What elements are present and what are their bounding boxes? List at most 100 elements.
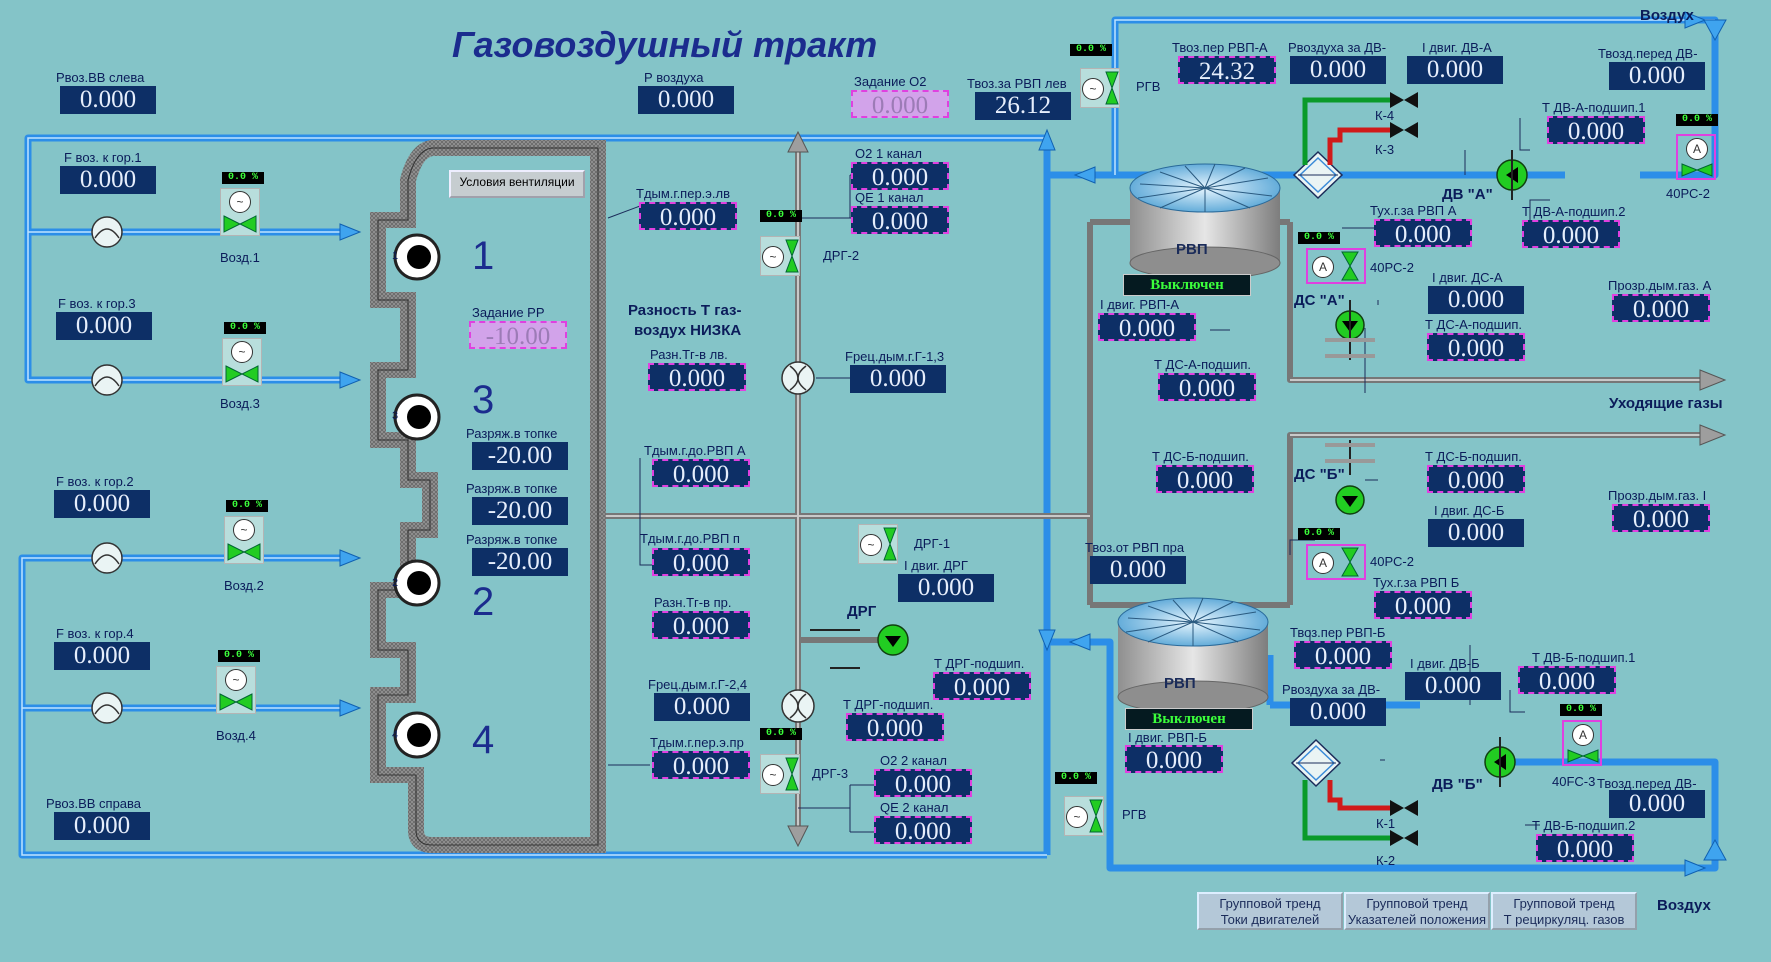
tdym-lv-value[interactable]: 0.000 — [639, 202, 737, 230]
pvozd-za-dv-value[interactable]: 0.000 — [1290, 56, 1386, 84]
valve-vozd1-pct: 0.0 % — [222, 172, 264, 184]
tvoz-per-rvp-a-value[interactable]: 24.32 — [1178, 56, 1276, 84]
pp-set-value[interactable]: -10.00 — [469, 321, 567, 349]
prozr-b-value[interactable]: 0.000 — [1612, 504, 1710, 532]
valve-drg1-name: ДРГ-1 — [914, 536, 951, 551]
i-rvp-b-value[interactable]: 0.000 — [1125, 745, 1223, 773]
tvoz-rvp-lev-value[interactable]: 26.12 — [975, 92, 1071, 120]
i-rvp-a-value[interactable]: 0.000 — [1098, 313, 1196, 341]
f1-value[interactable]: 0.000 — [60, 166, 156, 194]
f3-label: F воз. к гор.3 — [58, 296, 136, 311]
tvoz-per-rvp-b-value[interactable]: 0.000 — [1294, 641, 1392, 669]
t-ds-b-2-value[interactable]: 0.000 — [1427, 465, 1525, 493]
f3-value[interactable]: 0.000 — [56, 312, 152, 340]
drg-label: ДРГ — [847, 603, 877, 620]
rvp-b[interactable] — [1117, 597, 1269, 714]
burners — [393, 233, 441, 759]
freq1-value[interactable]: 0.000 — [850, 365, 946, 393]
t-drg-label: Т ДРГ-подшип. — [934, 656, 1025, 671]
tdym-pr-value[interactable]: 0.000 — [652, 751, 750, 779]
trend-recirc-gas-button[interactable]: Групповой тренд Т рециркуляц. газов — [1491, 892, 1637, 930]
rvp-a[interactable] — [1129, 163, 1281, 280]
f4-value[interactable]: 0.000 — [54, 642, 150, 670]
freq2-value[interactable]: 0.000 — [654, 693, 750, 721]
valve-vozd3-name: Возд.3 — [220, 396, 260, 411]
valve-rgv-bot-pct: 0.0 % — [1055, 772, 1097, 784]
t-dv-b-2-value[interactable]: 0.000 — [1536, 834, 1634, 862]
pvv-left-value[interactable]: 0.000 — [60, 86, 156, 114]
razn-lv-value[interactable]: 0.000 — [648, 363, 746, 391]
tux-rvp-a-label: Тух.г.за РВП А — [1370, 203, 1457, 218]
f4-label: F воз. к гор.4 — [56, 626, 134, 641]
tux-rvp-b-value[interactable]: 0.000 — [1374, 591, 1472, 619]
valve-vozd3-pct: 0.0 % — [224, 322, 266, 334]
tdym-rvp-a-value[interactable]: 0.000 — [652, 459, 750, 487]
tvozd-per-dv-b-value[interactable]: 0.000 — [1609, 790, 1705, 818]
tvozd-per-dv-label: Твозд.перед ДВ- — [1598, 46, 1698, 61]
t-dv-a-1-value[interactable]: 0.000 — [1547, 116, 1645, 144]
t-dv-b-1-value[interactable]: 0.000 — [1518, 666, 1616, 694]
ventilation-conditions-button[interactable]: Условия вентиляции — [449, 170, 585, 198]
t-dv-a-2-value[interactable]: 0.000 — [1522, 220, 1620, 248]
actuator-icon: ~ — [1082, 78, 1104, 100]
o2-set-label: Задание О2 — [854, 74, 927, 89]
furnace-outline-edge — [377, 147, 599, 846]
i-dv-b-label: I двиг. ДВ-Б — [1410, 656, 1480, 671]
exhaust-label: Уходящие газы — [1609, 395, 1723, 412]
diff-alarm-line1: Разность Т газ- — [628, 302, 742, 319]
t-ds-a-label: Т ДС-А-подшип. — [1425, 317, 1522, 332]
k-pipes — [1302, 97, 1400, 841]
razn-pr-value[interactable]: 0.000 — [652, 611, 750, 639]
i-ds-a-label: I двиг. ДС-А — [1432, 270, 1503, 285]
valve-40pc2-a-name: 40РС-2 — [1666, 186, 1710, 201]
o2-set-value[interactable]: 0.000 — [851, 90, 949, 118]
tdym-rvp-p-value[interactable]: 0.000 — [652, 548, 750, 576]
o2-1-label: О2 1 канал — [855, 146, 922, 161]
valve-icon — [785, 757, 799, 791]
gas-arrows — [787, 130, 1727, 848]
vac1-value[interactable]: -20.00 — [472, 442, 568, 470]
fans[interactable] — [877, 159, 1528, 778]
tdym-lv-label: Тдым.г.пер.э.лв — [636, 186, 731, 201]
qe-2-value[interactable]: 0.000 — [874, 816, 972, 844]
pvv-left-label: Рвоз.ВВ слева — [56, 70, 145, 85]
valve-icon — [227, 543, 261, 561]
i-dv-a-value[interactable]: 0.000 — [1407, 56, 1503, 84]
i-drg-value[interactable]: 0.000 — [898, 574, 994, 602]
f2-label: F воз. к гор.2 — [56, 474, 134, 489]
i-ds-b-label: I двиг. ДС-Б — [1434, 503, 1505, 518]
diff-alarm-line2: воздух НИЗКА — [634, 322, 742, 339]
pvozd-za-dv-b-value[interactable]: 0.000 — [1290, 698, 1386, 726]
freq1-label: Fрец.дым.г.Г-1,3 — [845, 349, 945, 364]
valve-drg3-pct: 0.0 % — [760, 728, 802, 740]
button-line2: Т рециркуляц. газов — [1503, 912, 1625, 927]
t-ds-b-1-label: Т ДС-Б-подшип. — [1152, 449, 1249, 464]
pvv-right-value[interactable]: 0.000 — [54, 812, 150, 840]
p-air-value[interactable]: 0.000 — [638, 86, 734, 114]
f2-value[interactable]: 0.000 — [54, 490, 150, 518]
t-ds-a-2-value[interactable]: 0.000 — [1158, 373, 1256, 401]
i-ds-a-value[interactable]: 0.000 — [1428, 286, 1524, 314]
i-dv-b-value[interactable]: 0.000 — [1405, 672, 1501, 700]
vac3-value[interactable]: -20.00 — [472, 548, 568, 576]
tux-rvp-a-value[interactable]: 0.000 — [1374, 219, 1472, 247]
k2-label: К-2 — [1376, 853, 1396, 868]
tvozd-per-dv-value[interactable]: 0.000 — [1609, 62, 1705, 90]
tvoz-ot-rvp-value[interactable]: 0.000 — [1090, 556, 1186, 584]
k-valves[interactable] — [1390, 92, 1418, 846]
ds-b-label: ДС "Б" — [1294, 466, 1345, 483]
t-ds-a-value[interactable]: 0.000 — [1427, 333, 1525, 361]
trend-motor-currents-button[interactable]: Групповой тренд Токи двигателей — [1197, 892, 1343, 930]
prozr-a-value[interactable]: 0.000 — [1612, 294, 1710, 322]
t-drg-value[interactable]: 0.000 — [933, 672, 1031, 700]
t-ds-b-1-value[interactable]: 0.000 — [1156, 465, 1254, 493]
actuator-icon: ~ — [231, 341, 253, 363]
o2-1-value[interactable]: 0.000 — [851, 162, 949, 190]
t-drg2-value[interactable]: 0.000 — [846, 713, 944, 741]
trend-position-indicators-button[interactable]: Групповой тренд Указателей положения — [1344, 892, 1490, 930]
i-ds-b-value[interactable]: 0.000 — [1428, 519, 1524, 547]
qe-1-value[interactable]: 0.000 — [851, 206, 949, 234]
vac2-value[interactable]: -20.00 — [472, 497, 568, 525]
o2-2-value[interactable]: 0.000 — [874, 769, 972, 797]
